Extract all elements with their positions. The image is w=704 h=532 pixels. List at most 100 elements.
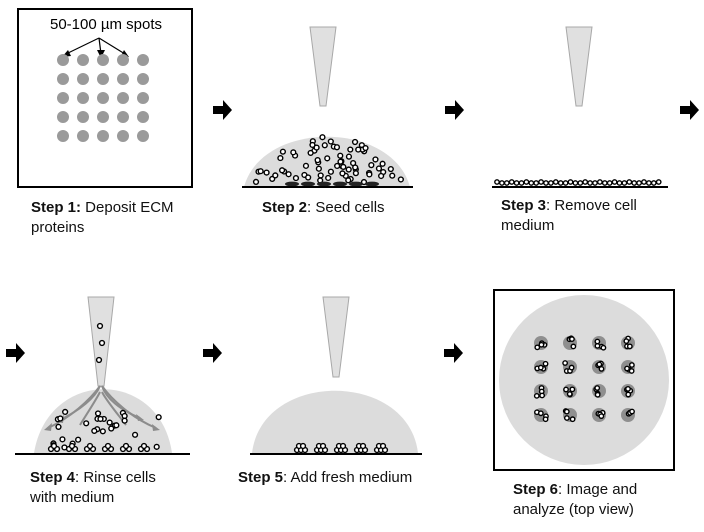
cell-icon — [292, 174, 300, 182]
cell-icon — [122, 442, 130, 450]
step5-caption: Step 5: Add fresh medium — [238, 468, 412, 488]
ecm-spot — [57, 54, 69, 66]
cell-icon — [337, 158, 344, 165]
cell-icon — [539, 392, 546, 399]
pipette-icon — [309, 26, 337, 107]
cell-icon — [75, 436, 82, 443]
cell-icon — [272, 172, 279, 179]
cell-icon — [59, 436, 66, 443]
cell-icon — [340, 163, 347, 170]
step3-panel — [492, 26, 668, 188]
cell-icon — [121, 417, 128, 424]
right-arrow-icon — [203, 343, 222, 363]
cell-icon — [629, 408, 635, 415]
cell-icon — [623, 338, 630, 344]
cell-icon — [636, 180, 642, 186]
cell-icon — [95, 356, 103, 364]
cell-icon — [568, 364, 575, 371]
ecm-spot — [137, 92, 149, 104]
step5-panel — [250, 296, 422, 455]
ecm-spot — [77, 92, 89, 104]
cell-icon — [309, 141, 316, 149]
medium-droplet — [252, 390, 418, 453]
right-arrow-icon — [6, 343, 25, 363]
cell-icon — [523, 179, 530, 185]
ecm-spot — [117, 73, 129, 85]
cell-icon — [597, 179, 603, 185]
cell-icon — [366, 171, 373, 178]
attached-cell — [285, 181, 299, 187]
cell-icon — [397, 176, 404, 183]
step3-text: : Remove cell — [546, 197, 637, 214]
cell-icon — [351, 138, 359, 146]
cell-icon — [131, 431, 139, 438]
cell-icon — [55, 423, 62, 430]
cell-icon — [319, 442, 327, 450]
ecm-spot — [57, 111, 69, 123]
cell-icon — [321, 142, 328, 149]
right-arrow-icon — [445, 100, 464, 120]
ecm-spot — [77, 111, 89, 123]
step6-caption: Step 6: Image and analyze (top view) — [513, 480, 637, 520]
cell-icon — [108, 425, 115, 432]
cell-icon — [355, 146, 362, 153]
ecm-spot — [97, 92, 109, 104]
cell-icon — [533, 180, 540, 186]
cell-icon — [534, 344, 541, 351]
step1-caption: Step 1: Deposit ECM proteins — [31, 198, 174, 238]
step1-text-line2: proteins — [31, 219, 85, 236]
cell-icon — [625, 391, 632, 398]
cell-icon — [278, 167, 286, 174]
ecm-spot — [97, 130, 109, 142]
cell-icon — [594, 385, 601, 391]
cell-icon — [562, 360, 569, 366]
cell-icon — [552, 179, 559, 185]
cell-icon — [350, 159, 357, 167]
cell-icon — [368, 162, 375, 169]
attached-cell-clusters — [293, 442, 389, 454]
cell-icon — [518, 180, 525, 186]
cell-icon — [570, 343, 577, 350]
cell-icon — [68, 442, 76, 450]
cell-icon — [601, 180, 608, 186]
cell-icon — [631, 180, 638, 186]
cell-icon — [263, 169, 270, 176]
cell-icon — [153, 443, 160, 450]
attached-cell — [349, 181, 363, 187]
cell-icon — [566, 391, 573, 397]
cell-icon — [98, 339, 106, 347]
ecm-spot — [137, 111, 149, 123]
cell-icon — [655, 179, 662, 185]
ecm-spot — [57, 73, 69, 85]
cell-icon — [582, 179, 589, 185]
cell-icon — [325, 174, 332, 182]
ecm-spot — [137, 54, 149, 66]
step4-caption: Step 4: Rinse cells with medium — [30, 468, 156, 508]
cell-icon — [594, 391, 601, 398]
ecm-spot — [137, 130, 149, 142]
cell-icon — [372, 156, 379, 163]
right-arrow-icon — [444, 343, 463, 363]
cell-icon — [104, 442, 112, 450]
step6-text-line2: analyze (top view) — [513, 501, 634, 518]
cell-icon — [557, 180, 564, 186]
cell-icon — [359, 442, 367, 450]
cell-icon — [345, 153, 353, 160]
cell-icon — [140, 442, 148, 450]
cell-icon — [362, 144, 369, 152]
cell-icon — [86, 442, 94, 450]
step2-title: Step 2 — [262, 199, 308, 216]
ecm-spot — [97, 111, 109, 123]
step5-title: Step 5 — [238, 469, 284, 486]
cell-icon — [569, 336, 575, 342]
cell-icon — [624, 365, 630, 372]
cell-icon — [562, 180, 569, 186]
ecm-spot — [97, 54, 109, 66]
cell-icon — [375, 165, 383, 172]
step4-text-line2: with medium — [30, 489, 115, 506]
ecm-spot — [77, 54, 89, 66]
cell-icon — [543, 180, 549, 186]
cell-icon — [339, 170, 346, 177]
cell-icon — [97, 415, 104, 423]
cell-icon — [616, 180, 623, 186]
